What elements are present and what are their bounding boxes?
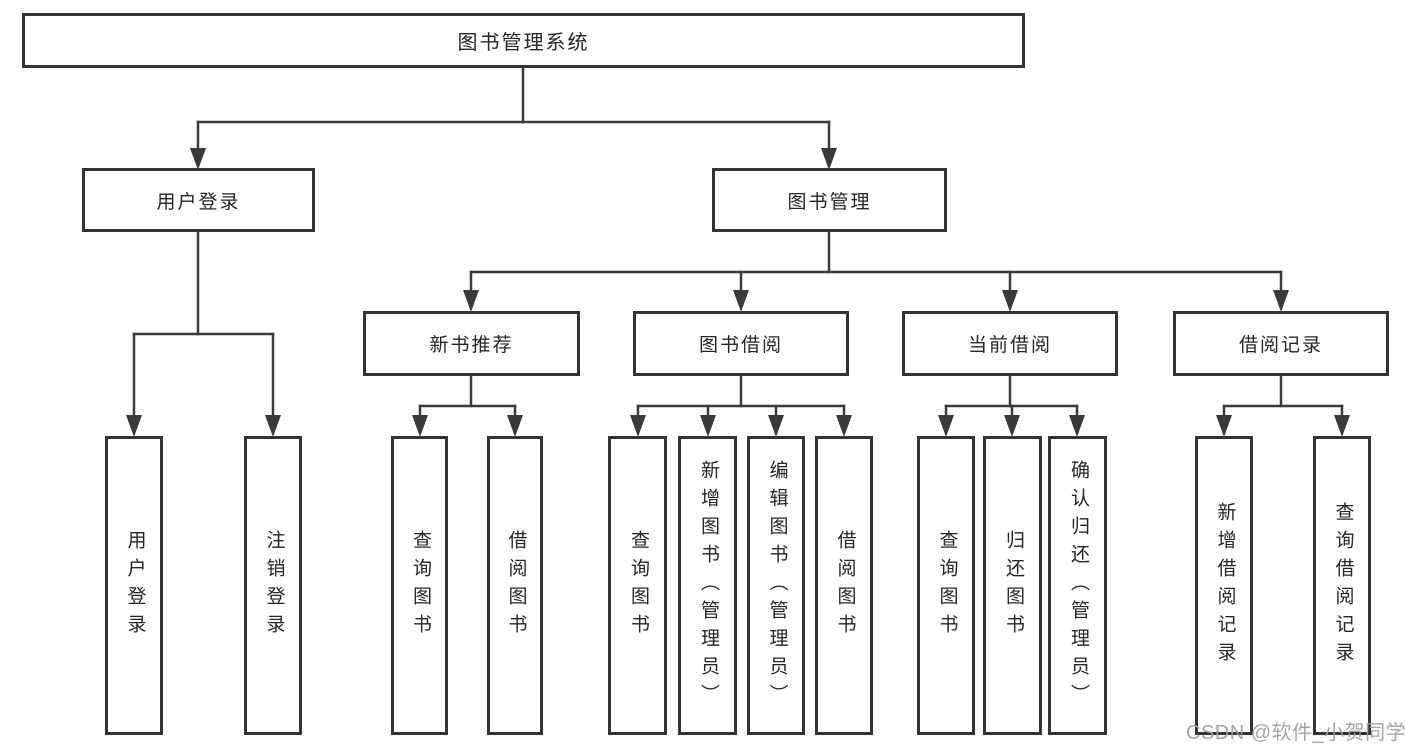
watermark: CSDN @软件_小贺同学 [1186,722,1405,744]
node-borrowing-records: 借阅记录 [1173,311,1389,376]
leaf-add-borrow-record: 新增借阅记录 [1195,436,1253,735]
node-book-borrowing: 图书借阅 [633,311,849,376]
leaf-borrow-books-label: 借阅图书 [834,529,856,642]
leaf-query-books-borrow: 查询图书 [608,436,667,735]
node-current-borrowing-label: 当前借阅 [967,335,1052,356]
node-root: 图书管理系统 [22,13,1025,68]
leaf-add-borrow-record-label: 新增借阅记录 [1214,501,1236,670]
node-user-login: 用户登录 [82,168,315,232]
leaf-query-books-recommend: 查询图书 [391,436,448,735]
leaf-add-books-admin: 新增图书（管理员） [678,436,737,735]
leaf-borrow-books: 借阅图书 [815,436,873,735]
node-root-label: 图书管理系统 [457,32,590,54]
node-book-management: 图书管理 [712,168,947,232]
leaf-return-books-label: 归还图书 [1002,529,1024,642]
leaf-query-books-recommend-label: 查询图书 [409,529,431,642]
node-book-management-label: 图书管理 [787,191,872,213]
leaf-add-books-admin-label: 新增图书（管理员） [697,459,719,712]
leaf-edit-books-admin-label: 编辑图书（管理员） [766,459,788,712]
leaf-confirm-return-admin: 确认归还（管理员） [1048,436,1107,735]
leaf-borrow-books-recommend-label: 借阅图书 [505,529,527,642]
leaf-confirm-return-admin-label: 确认归还（管理员） [1067,459,1089,712]
leaf-edit-books-admin: 编辑图书（管理员） [747,436,805,735]
leaf-query-books-current: 查询图书 [917,436,975,735]
leaf-query-borrow-record: 查询借阅记录 [1313,436,1371,735]
node-new-book-recommendation: 新书推荐 [363,311,580,376]
node-borrowing-records-label: 借阅记录 [1238,335,1323,356]
leaf-borrow-books-recommend: 借阅图书 [487,436,543,735]
node-user-login-label: 用户登录 [156,191,241,213]
node-current-borrowing: 当前借阅 [902,311,1118,376]
leaf-user-login: 用户登录 [105,436,163,735]
leaf-user-login-label: 用户登录 [124,529,146,642]
node-book-borrowing-label: 图书借阅 [698,335,783,356]
leaf-query-books-borrow-label: 查询图书 [627,529,649,642]
leaf-logout: 注销登录 [244,436,302,735]
leaf-return-books: 归还图书 [983,436,1042,735]
leaf-query-borrow-record-label: 查询借阅记录 [1332,501,1354,670]
node-new-book-recommendation-label: 新书推荐 [429,335,514,356]
leaf-logout-label: 注销登录 [263,529,285,642]
leaf-query-books-current-label: 查询图书 [936,529,958,642]
